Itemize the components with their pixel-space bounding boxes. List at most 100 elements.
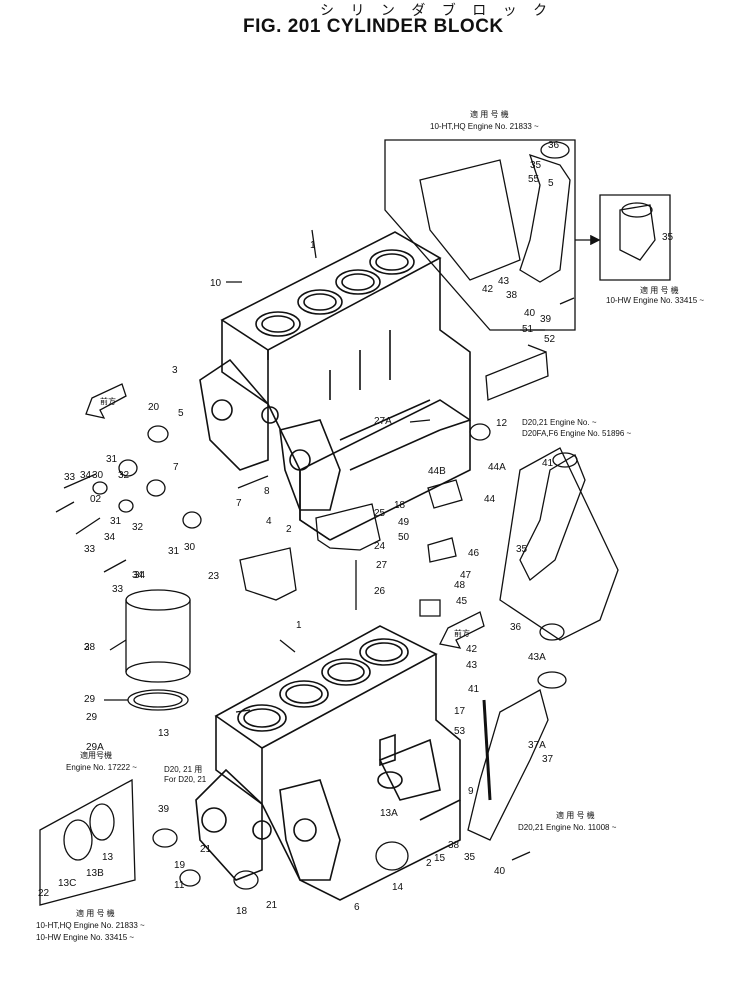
upper-part-number: 20 <box>148 402 160 413</box>
lower-part-number: 37 <box>542 754 554 765</box>
front-label-top: 前方 <box>100 396 116 406</box>
upper-part-number: 34 <box>104 532 116 543</box>
upper-part-number: 30 <box>184 542 196 553</box>
lower-part-number: 41 <box>468 684 480 695</box>
lower-part-number: 11 <box>174 880 185 891</box>
upper-part-number: 3 <box>172 365 178 376</box>
lower-part-number: 15 <box>434 853 446 864</box>
upper-part-number: 32 <box>118 470 130 481</box>
lower-part-number: 29A <box>86 742 104 753</box>
upper-part-number: 50 <box>398 532 410 543</box>
lower-part-number: 19 <box>174 860 186 871</box>
upper-part-number: 40 <box>524 308 536 319</box>
inset-cover-plate <box>39 778 136 906</box>
upper-part-number: 24 <box>374 541 386 552</box>
upper-part-number: 30 <box>92 470 104 481</box>
upper-part-number: 34 <box>80 470 92 481</box>
lower-part-number: 28 <box>84 642 96 653</box>
upper-part-number: 34 <box>134 570 146 581</box>
upper-part-number: 47 <box>460 570 472 581</box>
lower-part-number: 13A <box>380 808 398 819</box>
upper-part-number: 27A <box>374 416 392 427</box>
lower-part-number: 53 <box>454 726 466 737</box>
note-top-jp: 適 用 号 機 <box>470 109 509 119</box>
upper-part-number: 35 <box>516 544 528 555</box>
note-bottom-right: D20,21 Engine No. 11008 ~ <box>518 823 617 832</box>
upper-part-number: 25 <box>374 508 386 519</box>
upper-part-number: 8 <box>264 486 270 497</box>
upper-part-number: 5 <box>548 178 554 189</box>
upper-part-number: 2 <box>286 524 292 535</box>
lower-part-number: 42 <box>466 644 478 655</box>
upper-part-number: 34 <box>132 570 144 581</box>
upper-part-number: 02 <box>90 494 102 505</box>
japanese-title: シ リ ン ダ ブ ロ ッ ク <box>320 3 554 19</box>
upper-part-number: 33 <box>112 584 124 595</box>
upper-part-number: 10 <box>210 278 222 289</box>
lower-part-number: 13B <box>86 868 104 879</box>
upper-part-number: 31 <box>106 454 118 465</box>
lower-part-number: 29 <box>86 712 98 723</box>
lower-part-number: 9 <box>468 786 474 797</box>
upper-part-number: 51 <box>522 324 534 335</box>
upper-part-number: 26 <box>374 586 386 597</box>
lower-part-number: 38 <box>448 840 460 851</box>
lower-part-number: 21 <box>200 844 212 855</box>
upper-part-number: 7 <box>236 498 242 509</box>
lower-part-number: 17 <box>454 706 466 717</box>
note-right: 10-HW Engine No. 33415 ~ <box>606 296 704 305</box>
lower-part-number: 13 <box>158 728 170 739</box>
upper-part-number: 35 <box>662 232 674 243</box>
note-left-jp: 適用号機 <box>80 750 112 760</box>
upper-part-number: 45 <box>456 596 468 607</box>
upper-part-number: 39 <box>540 314 552 325</box>
upper-part-number: 48 <box>454 580 466 591</box>
lower-part-number: 21 <box>266 900 278 911</box>
upper-part-number: 41 <box>542 458 554 469</box>
lower-part-number: 2 <box>426 858 432 869</box>
upper-part-number: 32 <box>132 522 144 533</box>
lower-part-number: 13 <box>102 852 114 863</box>
upper-part-number: 46 <box>468 548 480 559</box>
lower-part-number: 37A <box>528 740 546 751</box>
lower-cylinder-block <box>195 625 461 901</box>
lower-part-number: 18 <box>236 906 248 917</box>
note-left: Engine No. 17222 ~ <box>66 763 137 772</box>
lower-part-number: 43 <box>466 660 478 671</box>
lower-part-number: 13C <box>58 878 76 889</box>
lower-part-number: 40 <box>494 866 506 877</box>
note-bottom-left-jp: 適 用 号 機 <box>76 908 115 918</box>
upper-part-number: 49 <box>398 517 410 528</box>
upper-part-number: 33 <box>64 472 76 483</box>
upper-part-number: 23 <box>208 571 220 582</box>
loose-parts <box>55 229 575 890</box>
inset-water-pipe-right <box>499 447 619 641</box>
upper-part-number: 33 <box>84 544 96 555</box>
upper-part-number: 31 <box>110 516 122 527</box>
upper-part-number: 31 <box>168 546 180 557</box>
upper-part-number: 44A <box>488 462 506 473</box>
upper-part-number: 44B <box>428 466 446 477</box>
upper-part-number: 18 <box>394 500 406 511</box>
lower-part-number: 35 <box>464 852 476 863</box>
front-label-bottom: 前方 <box>454 628 470 638</box>
upper-part-number: 43 <box>498 276 510 287</box>
upper-part-number: 7 <box>173 462 179 473</box>
upper-part-number: 5 <box>178 408 184 419</box>
lower-part-number: 1 <box>296 620 302 631</box>
upper-part-number: 44 <box>484 494 496 505</box>
lower-part-number: 14 <box>392 882 404 893</box>
upper-cylinder-block <box>199 231 471 541</box>
upper-part-number: 27 <box>376 560 388 571</box>
applicability-notes: 適 用 号 機 10-HT,HQ Engine No. 21833 ~ 適 用 … <box>36 109 704 942</box>
note-bottom-left-1: 10-HT,HQ Engine No. 21833 ~ <box>36 921 145 930</box>
upper-part-number: 1 <box>310 240 316 251</box>
upper-part-number: 42 <box>482 284 494 295</box>
lower-part-number: 43A <box>528 652 546 663</box>
lower-part-number: 36 <box>510 622 522 633</box>
figure-title: FIG. 201 CYLINDER BLOCK <box>243 16 504 37</box>
